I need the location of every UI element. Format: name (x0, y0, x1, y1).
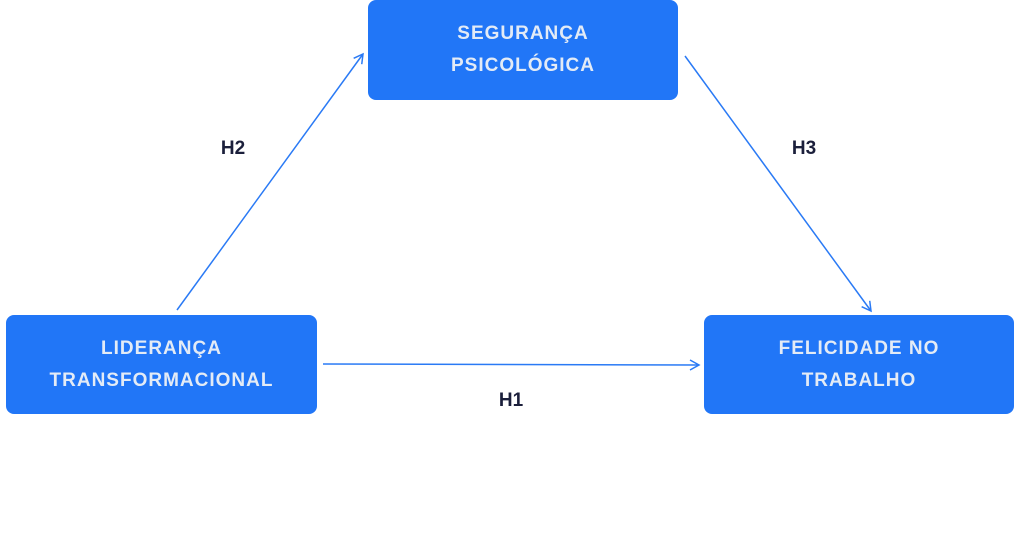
node-line: SEGURANÇA (457, 23, 589, 44)
label-h3: H3 (791, 138, 817, 159)
label-h2: H2 (220, 138, 246, 159)
label-h1: H1 (498, 390, 524, 411)
node-seguranca-psicologica: SEGURANÇA PSICOLÓGICA (368, 0, 678, 100)
node-lideranca-transformacional: LIDERANÇA TRANSFORMACIONAL (6, 315, 317, 414)
arrow-h2 (176, 52, 364, 311)
node-line: LIDERANÇA (101, 337, 222, 359)
arrow-h1 (322, 359, 701, 371)
node-felicidade-no-trabalho: FELICIDADE NO TRABALHO (704, 315, 1014, 414)
arrow-h3 (684, 55, 872, 313)
node-line: PSICOLÓGICA (450, 55, 595, 76)
node-line: TRABALHO (801, 369, 917, 391)
node-line: TRANSFORMACIONAL (49, 369, 274, 391)
node-line: FELICIDADE NO (778, 337, 940, 359)
